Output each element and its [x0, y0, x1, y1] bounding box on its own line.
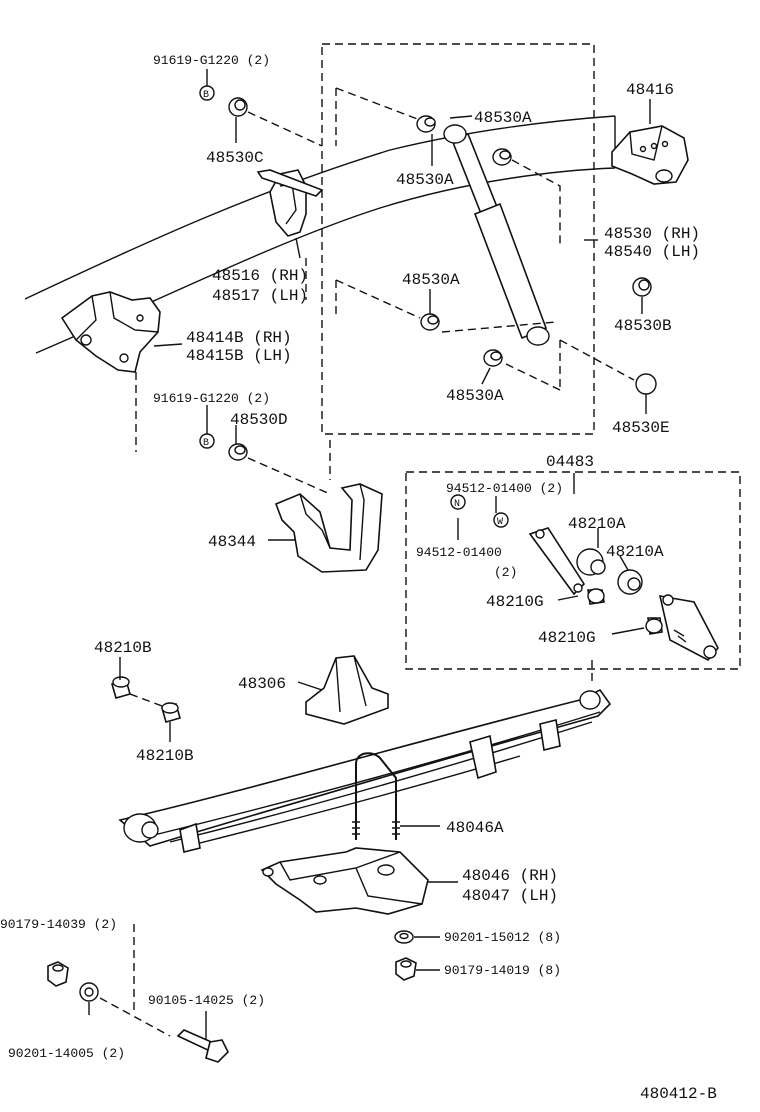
bushing-48210b-lower — [161, 702, 181, 723]
bushing-48530b — [632, 277, 652, 297]
svg-text:N: N — [454, 499, 460, 510]
label-48530-rh: 48530 (RH) — [604, 225, 700, 243]
shackle-kit-group-box — [405, 471, 741, 670]
label-48210b-1: 48210B — [94, 639, 152, 657]
bushing-48210b-upper — [111, 676, 131, 699]
shock-mount-bracket — [256, 169, 324, 237]
label-48210a-1: 48210A — [568, 515, 626, 533]
bushing-48530a-upper-left — [416, 115, 436, 133]
label-91619-g1220-lower: 91619-G1220 (2) — [153, 391, 270, 406]
bushing-48530e — [635, 373, 657, 395]
label-48047-lh: 48047 (LH) — [462, 887, 558, 905]
label-48416: 48416 — [626, 81, 674, 99]
nut-marker-b-upper: B — [199, 85, 215, 101]
svg-text:W: W — [497, 517, 503, 528]
label-48415b-lh: 48415B (LH) — [186, 347, 292, 365]
svg-text:B: B — [203, 90, 209, 101]
spring-seat-plate — [260, 847, 429, 915]
label-48530a-1: 48530A — [474, 109, 532, 127]
bolt-90105-14025 — [176, 1029, 229, 1063]
nut-marker-n: N — [450, 494, 466, 510]
label-48306: 48306 — [238, 675, 286, 693]
bushing-48530a-lower-right — [483, 349, 503, 367]
label-48046-rh: 48046 (RH) — [462, 867, 558, 885]
bushing-48530a-lower-left — [420, 313, 440, 331]
label-48210g-2: 48210G — [538, 629, 596, 647]
label-48530a-4: 48530A — [446, 387, 504, 405]
label-48344: 48344 — [208, 533, 256, 551]
washer-90201-14005 — [79, 982, 99, 1002]
label-90179-14019: 90179-14019 (8) — [444, 963, 561, 978]
shackle-kit — [528, 527, 719, 662]
label-04483: 04483 — [546, 453, 594, 471]
nut-marker-b-lower: B — [199, 433, 215, 449]
leader-lines — [88, 69, 651, 1040]
label-94512-01400-lower: 94512-01400 — [416, 545, 502, 560]
bushing-48530a-upper-right — [492, 148, 512, 166]
label-48530d: 48530D — [230, 411, 288, 429]
label-90201-15012: 90201-15012 (8) — [444, 930, 561, 945]
diagram-id: 480412-B — [640, 1085, 717, 1103]
label-48530b: 48530B — [614, 317, 672, 335]
bushing-48530c — [228, 97, 248, 117]
label-48540-lh: 48540 (LH) — [604, 243, 700, 261]
label-48530a-3: 48530A — [402, 271, 460, 289]
label-48210b-2: 48210B — [136, 747, 194, 765]
front-hanger-bracket — [60, 291, 161, 373]
label-90179-14039: 90179-14039 (2) — [0, 917, 117, 932]
bump-stopper-48306 — [305, 655, 389, 725]
label-94512-01400-lower-qty: (2) — [494, 565, 517, 580]
assembly-dashed-lines — [99, 87, 635, 1037]
label-48517-lh: 48517 (LH) — [212, 287, 308, 305]
svg-text:B: B — [203, 438, 209, 449]
shock-absorber — [443, 124, 550, 346]
nut-90179-14019 — [395, 957, 417, 981]
label-94512-01400-upper: 94512-01400 (2) — [446, 481, 563, 496]
label-48210a-2: 48210A — [606, 543, 664, 561]
label-90201-14005: 90201-14005 (2) — [8, 1046, 125, 1061]
label-48530a-2: 48530A — [396, 171, 454, 189]
label-48516-rh: 48516 (RH) — [212, 267, 308, 285]
bump-stopper-bracket — [274, 483, 383, 573]
label-48414b-rh: 48414B (RH) — [186, 329, 292, 347]
shock-absorber-group-box — [321, 43, 595, 435]
rear-hanger-bracket — [611, 125, 689, 185]
label-48210g-1: 48210G — [486, 593, 544, 611]
label-91619-g1220-upper: 91619-G1220 (2) — [153, 53, 270, 68]
leaf-spring — [118, 688, 612, 853]
label-48046a: 48046A — [446, 819, 504, 837]
label-48530c: 48530C — [206, 149, 264, 167]
label-90105-14025: 90105-14025 (2) — [148, 993, 265, 1008]
label-48530e: 48530E — [612, 419, 670, 437]
nut-90179-14039 — [47, 961, 69, 987]
u-bolt — [352, 752, 400, 840]
washer-marker-w: W — [493, 512, 509, 528]
bushing-48530d — [228, 443, 248, 461]
washer-90201-15012 — [394, 930, 414, 944]
